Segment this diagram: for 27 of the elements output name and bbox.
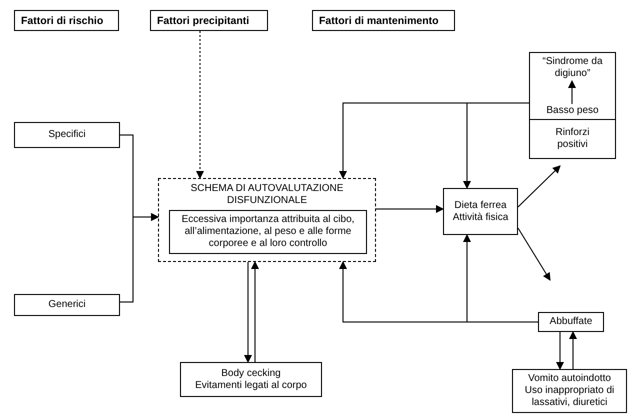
arrow	[463, 102, 530, 189]
arrow	[518, 228, 551, 281]
process-box: Vomito autoindotto Uso inappropriato di lassativi, diuretici	[512, 369, 627, 413]
process-box: Specifici	[14, 122, 120, 148]
category-header: Fattori precipitanti	[150, 10, 268, 31]
arrow	[376, 205, 444, 213]
arrow	[569, 331, 577, 370]
text-label: Basso peso	[531, 104, 614, 118]
arrow	[120, 213, 159, 302]
process-box: Generici	[14, 294, 120, 316]
process-box: Body cecking Evitamenti legati al corpo	[180, 362, 322, 397]
arrow	[568, 80, 576, 104]
process-box: Abbuffate	[538, 312, 604, 332]
arrow	[196, 30, 204, 179]
process-box	[529, 52, 616, 120]
arrow	[556, 332, 564, 370]
category-header: Fattori di mantenimento	[312, 10, 455, 31]
process-box: Eccessiva importanza attribuita al cibo, all’alimentazione, al peso e alle forme corporee e al loro controllo	[169, 210, 367, 254]
process-box: Dieta ferrea Attività fisica	[443, 188, 518, 235]
arrow	[244, 262, 252, 363]
arrow	[518, 165, 561, 208]
text-label: “Sindrome da digiuno”	[531, 55, 614, 81]
process-box: Rinforzi positivi	[529, 120, 616, 159]
arrow	[251, 261, 259, 362]
arrow	[463, 234, 538, 322]
category-header: Fattori di rischio	[14, 10, 119, 31]
dashed-group-box: SCHEMA DI AUTOVALUTAZIONE DISFUNZIONALE Eccessiva importanza attribuita al cibo, all’alimentazione, al peso e alle forme corporee e al loro controllo	[158, 178, 376, 262]
